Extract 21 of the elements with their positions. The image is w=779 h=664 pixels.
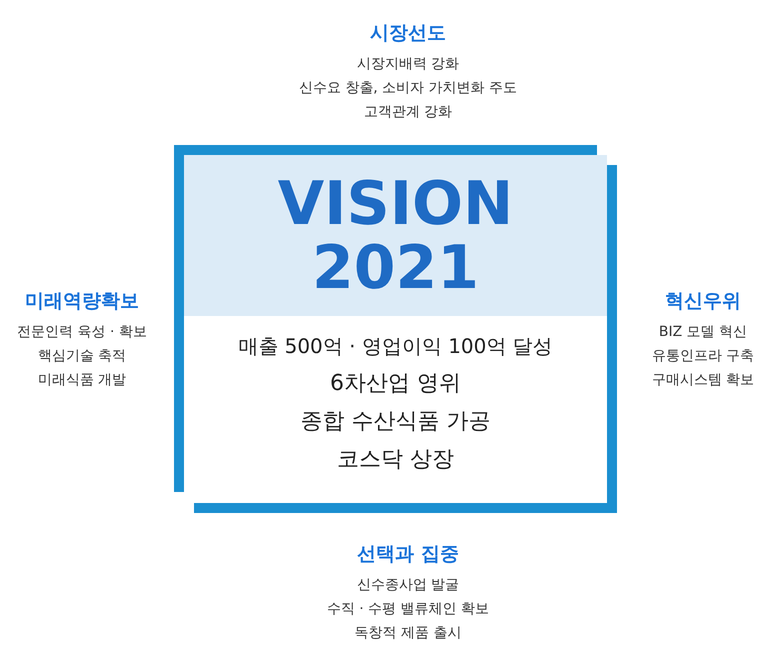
strategy-item: 고객관계 강화: [364, 103, 452, 122]
category-heading: 선택과 집중: [357, 542, 459, 567]
goal-text: 종합 수산식품 가공: [300, 408, 490, 436]
category-heading: 시장선도: [370, 21, 446, 46]
strategy-item: 신수요 창출, 소비자 가치변화 주도: [298, 79, 518, 98]
goal-text: 6차산업 영위: [330, 370, 461, 398]
strategy-item: 구매시스템 확보: [652, 371, 754, 390]
strategy-item: 유통인프라 구축: [652, 347, 754, 366]
strategy-item: 핵심기술 축적: [38, 347, 126, 366]
strategy-item: 미래식품 개발: [38, 371, 126, 390]
goal-text: 코스닥 상장: [337, 446, 454, 474]
strategy-item: 수직 · 수평 밸류체인 확보: [326, 600, 490, 619]
strategy-item: 전문인력 육성 · 확보: [17, 323, 147, 342]
strategy-item: 시장지배력 강화: [356, 55, 460, 74]
strategy-item: BIZ 모델 혁신: [658, 323, 748, 342]
strategy-item: 신수종사업 발굴: [356, 576, 460, 595]
goal-text: 매출 500억 · 영업이익 100억 달성: [238, 333, 553, 360]
category-heading: 미래역량확보: [25, 289, 139, 314]
vision-heading: VISION 2021: [276, 172, 514, 300]
strategy-item: 독창적 제품 출시: [354, 624, 462, 643]
category-heading: 혁신우위: [665, 289, 741, 314]
